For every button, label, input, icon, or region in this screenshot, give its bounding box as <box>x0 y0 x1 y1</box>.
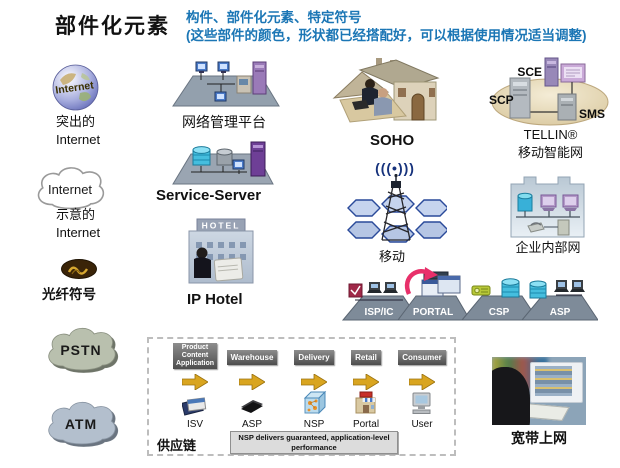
stage-role-label: ASP <box>241 419 262 430</box>
stage-box-label: Delivery <box>294 350 334 366</box>
atm-text: ATM <box>64 416 98 432</box>
stage-role-label: User <box>411 419 433 430</box>
photo-monitor <box>529 361 584 404</box>
portal-label: PORTAL <box>413 307 453 318</box>
fiber-caption: 光纤符号 <box>42 287 96 302</box>
supply-stage-asp: Warehouse ASP <box>223 347 281 430</box>
asp-device-icon <box>241 400 263 413</box>
supply-stage-isv: Product Content Application ISV <box>166 343 224 430</box>
stage-box-label: Consumer <box>398 350 446 366</box>
broadband-photo <box>492 357 586 425</box>
atm-cloud-icon: ATM <box>40 396 122 452</box>
sce-label: SCE <box>517 65 542 79</box>
ip-hotel-caption: IP Hotel <box>187 291 243 308</box>
network-management-caption: 网络管理平台 <box>182 114 266 130</box>
nsp-cube-icon <box>303 390 327 415</box>
supply-chain-caption: 供应链 <box>157 438 197 453</box>
service-server-caption: Service-Server <box>156 187 262 204</box>
tellin-network-icon: SCE SCP SMS <box>488 56 613 126</box>
asp-platform-icon: ASP <box>520 274 598 322</box>
intranet-caption: 企业内部网 <box>515 240 581 255</box>
soho-house-icon <box>332 58 442 130</box>
portal-platform-icon: PORTAL <box>396 264 470 322</box>
stage-box-label: Warehouse <box>226 350 278 366</box>
nsp-banner: NSP delivers guaranteed, application-lev… <box>230 431 398 454</box>
intranet-building-icon <box>508 170 588 238</box>
gold-arrow-icon <box>353 374 379 390</box>
asp-label: ASP <box>550 307 571 318</box>
stage-role-label: Portal <box>352 419 380 430</box>
user-computer-icon <box>412 392 431 414</box>
supply-chain-box: Product Content Application ISV Warehous… <box>147 337 456 456</box>
internet-cloud-icon: Internet <box>30 163 110 215</box>
supply-stage-portal: Retail Portal <box>337 347 395 430</box>
gold-arrow-icon <box>239 374 265 390</box>
page-title: 部件化元素 <box>55 15 170 38</box>
isp-ic-platform-icon: ISP/IC <box>341 274 419 322</box>
mobile-caption: 移动 <box>379 249 406 264</box>
photo-person <box>492 366 530 425</box>
photo-screen <box>535 366 573 397</box>
stage-box-label: Product Content Application <box>172 343 218 370</box>
annotation: 构件、部件化元素、特定符号 (这些部件的颜色，形状都已经搭配好，可以根据使用情况… <box>186 9 618 45</box>
scp-label: SCP <box>489 93 514 107</box>
globe-caption: 突出的 Internet <box>56 114 101 147</box>
globe-text: Internet <box>55 79 95 96</box>
csp-label: CSP <box>489 307 510 318</box>
internet-cloud-text: Internet <box>47 181 93 197</box>
gold-arrow-icon <box>409 374 435 390</box>
ip-hotel-icon: HOTEL <box>185 218 260 288</box>
supply-stage-user: Consumer User <box>393 347 451 430</box>
gold-arrow-icon <box>182 374 208 390</box>
pstn-cloud-icon: PSTN <box>40 322 122 378</box>
supply-stage-nsp: Delivery NSP <box>285 347 343 430</box>
sms-label: SMS <box>579 107 605 121</box>
csp-platform-icon: CSP <box>460 274 538 322</box>
network-management-platform-icon <box>165 60 280 112</box>
stage-role-label: ISV <box>186 419 204 430</box>
service-server-icon <box>165 140 275 188</box>
wireless-signal-symbol: (((•))) <box>375 160 415 176</box>
tellin-caption-line2: 移动智能网 <box>517 145 583 160</box>
annotation-line1: 构件、部件化元素、特定符号 <box>186 10 362 25</box>
soho-caption: SOHO <box>370 132 415 149</box>
hotel-sign-text: HOTEL <box>202 221 241 231</box>
broadband-caption: 宽带上网 <box>511 430 567 446</box>
mobile-tower-icon <box>342 174 447 246</box>
pstn-text: PSTN <box>60 342 102 358</box>
gold-arrow-icon <box>301 374 327 390</box>
stage-role-label: NSP <box>303 419 325 430</box>
annotation-line2: (这些部件的颜色，形状都已经搭配好，可以根据使用情况适当调整) <box>186 27 587 43</box>
internet-globe-icon: Internet <box>52 64 99 111</box>
isp-ic-label: ISP/IC <box>365 307 394 318</box>
portal-shop-icon <box>355 391 376 414</box>
isv-magazines-icon <box>182 397 207 416</box>
stage-box-label: Retail <box>351 350 381 366</box>
tellin-caption-line1: TELLIN® <box>523 127 578 142</box>
fiber-symbol-icon <box>60 258 98 280</box>
internet-cloud-caption: 示意的 Internet <box>56 207 101 240</box>
